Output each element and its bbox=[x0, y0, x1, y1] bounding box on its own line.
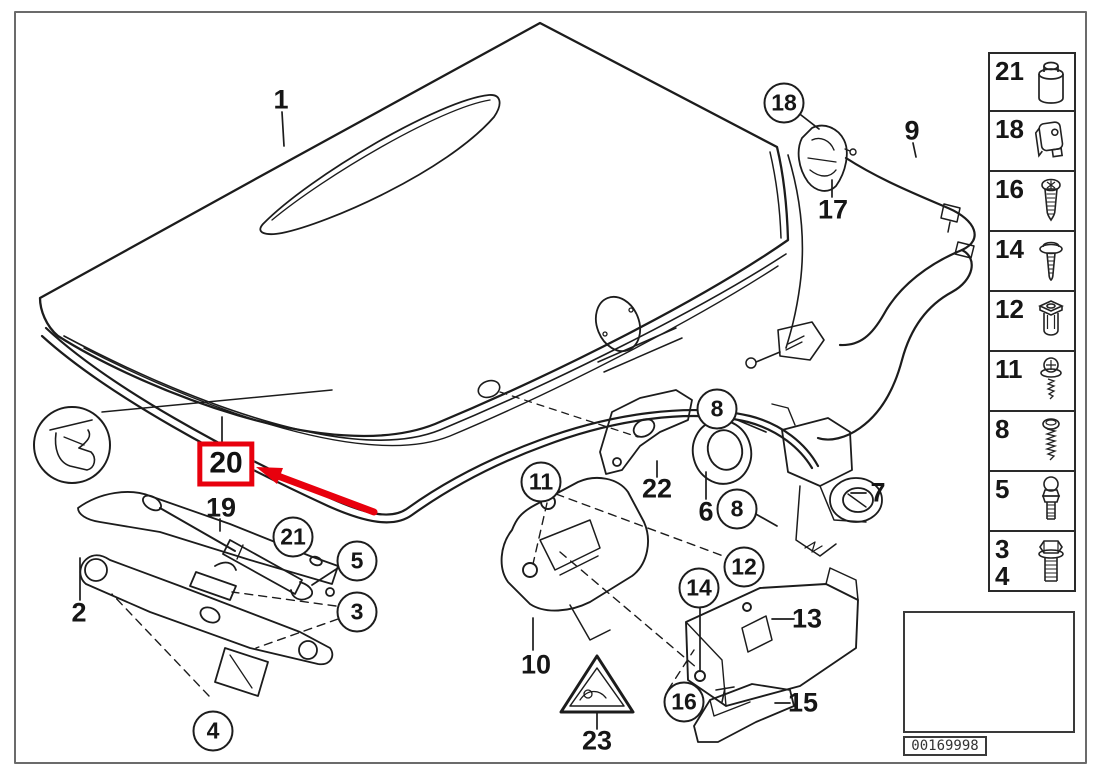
leader-lines-dashed bbox=[111, 493, 727, 697]
sidebar-item-label: 8 bbox=[995, 414, 1010, 444]
callout-11[interactable]: 11 bbox=[520, 461, 562, 503]
callout-5[interactable]: 5 bbox=[336, 540, 378, 582]
trunk-lid-outline bbox=[38, 21, 804, 447]
callout-12[interactable]: 12 bbox=[723, 546, 765, 588]
torx-screw-icon bbox=[1041, 178, 1061, 222]
hex-flange-bolt-icon bbox=[1038, 540, 1064, 582]
vehicle-thumbnail-box[interactable] bbox=[903, 611, 1075, 733]
diagram-frame bbox=[14, 11, 1087, 764]
striker-plate bbox=[500, 477, 649, 641]
lock-bracket bbox=[599, 389, 693, 475]
callout-6[interactable]: 6 bbox=[698, 496, 714, 527]
expansion-nut-icon bbox=[1038, 300, 1064, 336]
oval-head-screw-icon bbox=[1042, 418, 1060, 461]
sidebar-item-label: 12 bbox=[995, 294, 1024, 324]
fastener-sidebar: 21 18 16 14 bbox=[988, 52, 1076, 592]
gas-strut bbox=[142, 494, 314, 601]
sidebar-item-label: 11 bbox=[995, 354, 1023, 384]
callout-14[interactable]: 14 bbox=[678, 567, 720, 609]
phillips-washer-screw-icon bbox=[1040, 357, 1062, 400]
callout-7[interactable]: 7 bbox=[870, 477, 886, 508]
sidebar-item-label2: 4 bbox=[995, 561, 1010, 591]
sidebar-item-label: 14 bbox=[995, 234, 1024, 264]
callout-21[interactable]: 21 bbox=[272, 516, 314, 558]
sidebar-item-16[interactable]: 16 bbox=[988, 172, 1076, 232]
sidebar-item-8[interactable]: 8 bbox=[988, 412, 1076, 472]
callout-20-highlighted[interactable]: 20 bbox=[197, 441, 255, 487]
warning-triangle-sticker bbox=[559, 654, 635, 714]
sidebar-item-18[interactable]: 18 bbox=[988, 112, 1076, 172]
callout-22[interactable]: 22 bbox=[641, 473, 673, 504]
callout-2[interactable]: 2 bbox=[71, 597, 87, 628]
trunk-lock bbox=[685, 567, 859, 707]
sidebar-item-12[interactable]: 12 bbox=[988, 292, 1076, 352]
callout-4[interactable]: 4 bbox=[192, 710, 234, 752]
sidebar-item-11[interactable]: 11 bbox=[988, 352, 1076, 412]
callout-13[interactable]: 13 bbox=[791, 603, 823, 634]
sidebar-item-label: 16 bbox=[995, 174, 1024, 204]
callout-23[interactable]: 23 bbox=[581, 725, 613, 756]
image-code-label: 00169998 bbox=[903, 736, 987, 756]
sidebar-item-label: 5 bbox=[995, 474, 1010, 504]
rubber-buffer-icon bbox=[1038, 61, 1064, 104]
leader-lines bbox=[79, 111, 917, 730]
callout-9[interactable]: 9 bbox=[904, 115, 920, 146]
callout-3[interactable]: 3 bbox=[336, 591, 378, 633]
sidebar-item-5[interactable]: 5 bbox=[988, 472, 1076, 532]
closing-wedge bbox=[693, 683, 795, 743]
callout-1[interactable]: 1 bbox=[273, 84, 289, 115]
callout-19[interactable]: 19 bbox=[205, 492, 237, 523]
callout-15[interactable]: 15 bbox=[787, 687, 819, 718]
callout-8a[interactable]: 8 bbox=[696, 388, 738, 430]
highlight-arrow bbox=[256, 467, 378, 516]
callout-8b[interactable]: 8 bbox=[716, 488, 758, 530]
emergency-grip bbox=[797, 124, 857, 192]
sidebar-item-14[interactable]: 14 bbox=[988, 232, 1076, 292]
sidebar-item-3-4[interactable]: 3 4 bbox=[988, 532, 1076, 592]
clip-plate-icon bbox=[1034, 121, 1064, 158]
sidebar-item-21[interactable]: 21 bbox=[988, 52, 1076, 112]
lock-cylinder bbox=[771, 403, 883, 557]
sidebar-item-label: 21 bbox=[995, 56, 1024, 86]
sidebar-item-label: 18 bbox=[995, 114, 1024, 144]
callout-10[interactable]: 10 bbox=[520, 649, 552, 680]
detail-magnifier-circle bbox=[33, 389, 333, 484]
washer-head-screw-icon bbox=[1039, 241, 1063, 282]
emblem-hole bbox=[594, 295, 642, 353]
sidebar-item-label: 3 bbox=[995, 534, 1010, 564]
callout-18[interactable]: 18 bbox=[763, 82, 805, 124]
ball-stud-icon bbox=[1041, 476, 1061, 520]
callout-17[interactable]: 17 bbox=[817, 194, 849, 225]
bowden-cable bbox=[745, 156, 976, 441]
callout-16[interactable]: 16 bbox=[663, 681, 705, 723]
